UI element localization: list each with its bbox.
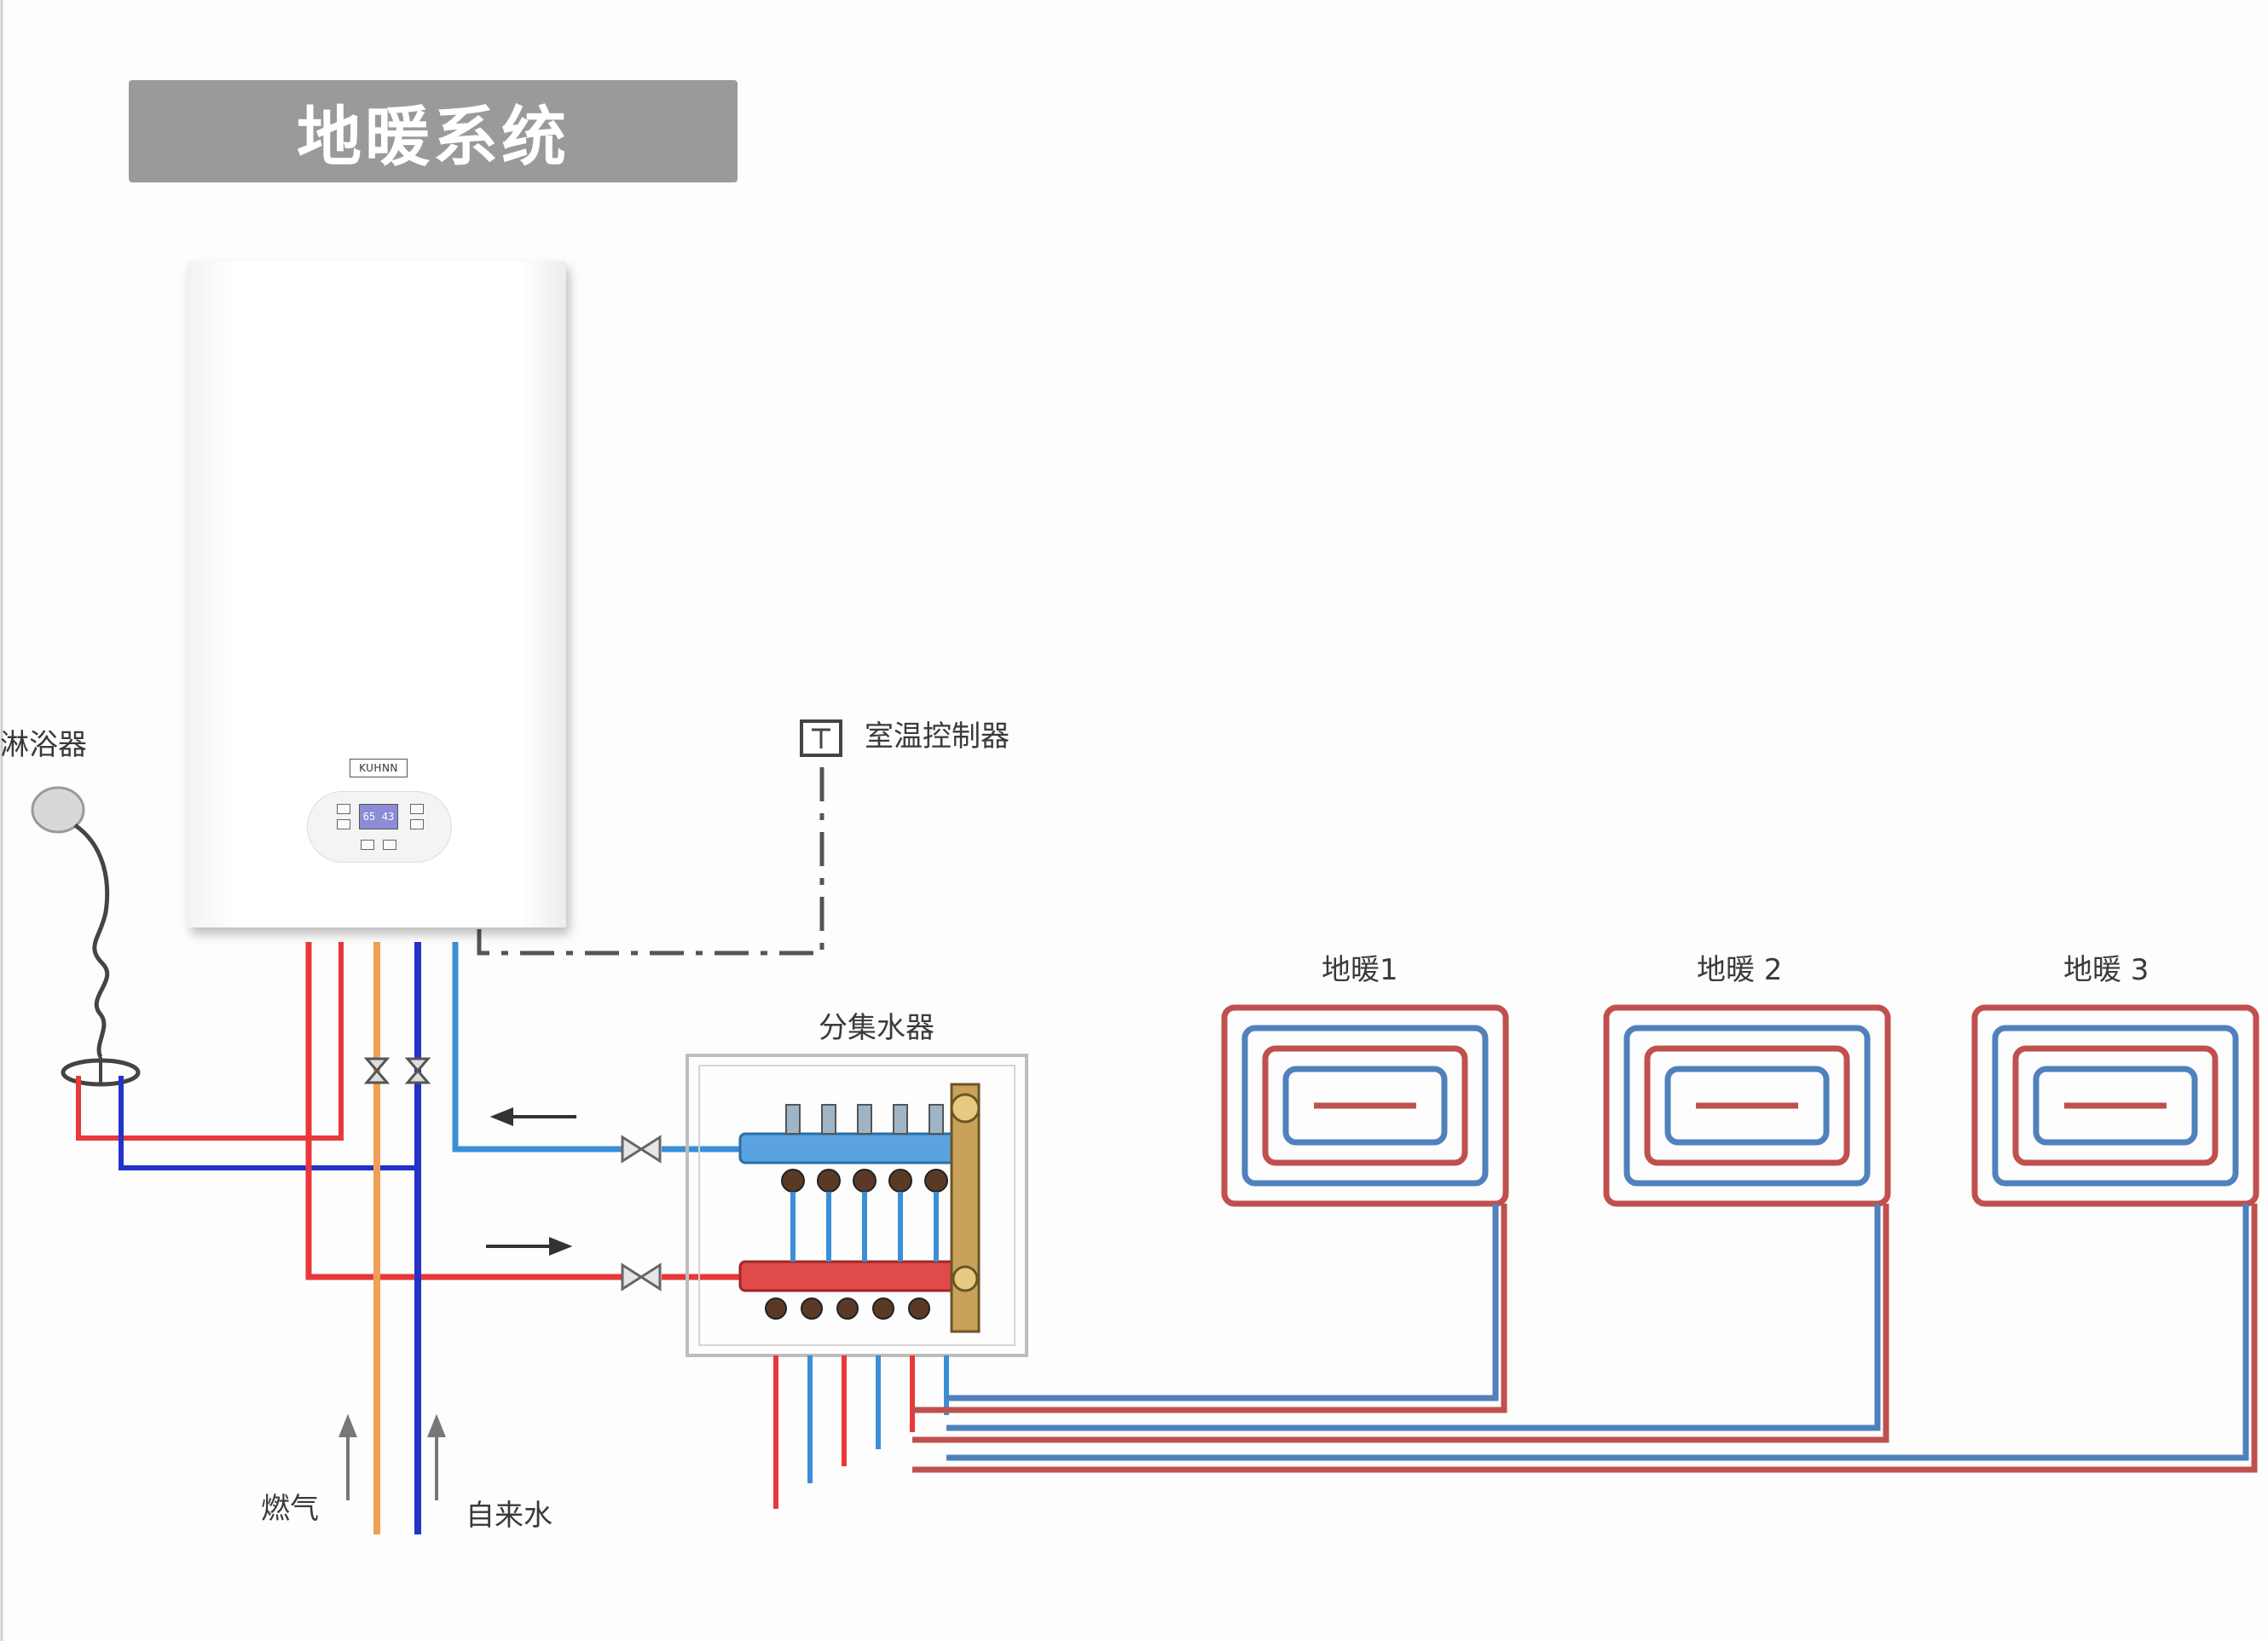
water-valve-icon [404,1057,431,1084]
loop-ring [1664,1066,1830,1146]
boiler-brand-label: KUHNN [350,759,408,777]
supply-port-valve [801,1297,823,1320]
manifold-label: 分集水器 [819,1011,934,1045]
floor-loop-1 [912,1004,1509,1413]
return-port-valve [888,1169,912,1193]
loop-supply-trunk [912,1204,1889,1443]
loop-ring [1262,1045,1468,1166]
return-port-valve [924,1169,948,1193]
loop-ring [1971,1004,2259,1207]
loop-label-1: 地暖1 [1322,953,1398,987]
loop-supply-trunk [912,1204,2258,1473]
tap-water-label: 自来水 [466,1499,553,1533]
return-port-valve [853,1169,877,1193]
display-left-value: 65 [362,811,376,823]
gas-label: 燃气 [261,1492,319,1526]
return-port-cap [857,1104,872,1135]
return-port-valve [817,1169,841,1193]
manifold-ports [765,1104,949,1509]
boiler-display: 65 43 [359,804,398,829]
shower-label: 淋浴器 [0,728,87,762]
heating-return-pipe [452,942,631,1153]
shower-icon [31,786,141,1087]
supply-port-valve [872,1297,894,1320]
shower-hot-pipe [76,942,344,1141]
return-port-cap [893,1104,908,1135]
thermostat-icon [800,719,842,757]
heating-supply-pipe [305,942,631,1280]
manifold-supply-valve-icon [621,1263,662,1291]
power-button[interactable] [361,840,374,850]
loop-ring [1221,1004,1509,1207]
return-flow-arrow-icon [489,1107,576,1126]
right-down-button[interactable] [410,819,424,829]
loop-ring [1644,1045,1850,1166]
loop-return-trunk [946,1204,1499,1401]
loop-ring [1992,1025,2239,1187]
supply-port-valve [765,1297,787,1320]
return-port-valve [781,1169,805,1193]
supply-flow-arrow-icon [486,1237,573,1256]
display-right-value: 43 [381,811,395,823]
loop-label-2: 地暖 2 [1697,953,1783,987]
return-port-cap [785,1104,801,1135]
boiler-control-panel: 65 43 [307,791,452,863]
loop-ring [2012,1045,2219,1166]
left-down-button[interactable] [337,819,350,829]
manifold-return-valve-icon [621,1135,662,1164]
manifold-box [686,1054,1028,1357]
page-title: 地暖系统 [297,99,570,175]
title-banner: 地暖系统 [129,80,738,182]
loop-return-trunk [946,1204,1881,1431]
floor-loop-2 [912,1004,1891,1443]
return-port-cap [929,1104,944,1135]
water-inlet-arrow-icon [427,1413,446,1500]
gas-valve-icon [363,1057,391,1084]
thermostat-label: 室温控制器 [865,719,1010,754]
loop-label-3: 地暖 3 [2063,953,2149,987]
mode-button[interactable] [383,840,396,850]
supply-port-valve [908,1297,930,1320]
wall-boiler: KUHNN 65 43 [188,261,566,927]
loop-ring [1241,1025,1489,1187]
right-up-button[interactable] [410,804,424,814]
loop-supply-trunk [912,1204,1507,1413]
loop-ring [1603,1004,1891,1207]
loop-ring [1282,1066,1448,1146]
floor-loop-3 [912,1004,2259,1473]
loop-ring [1623,1025,1871,1187]
floor-loops [912,1004,2259,1473]
thermostat-control-line [477,767,824,956]
loop-return-trunk [946,1204,2249,1461]
shower-cold-pipe [119,1076,418,1170]
gas-inlet-arrow-icon [338,1413,357,1500]
supply-port-valve [836,1297,859,1320]
return-port-cap [821,1104,836,1135]
loop-ring [2033,1066,2198,1146]
left-up-button[interactable] [337,804,350,814]
